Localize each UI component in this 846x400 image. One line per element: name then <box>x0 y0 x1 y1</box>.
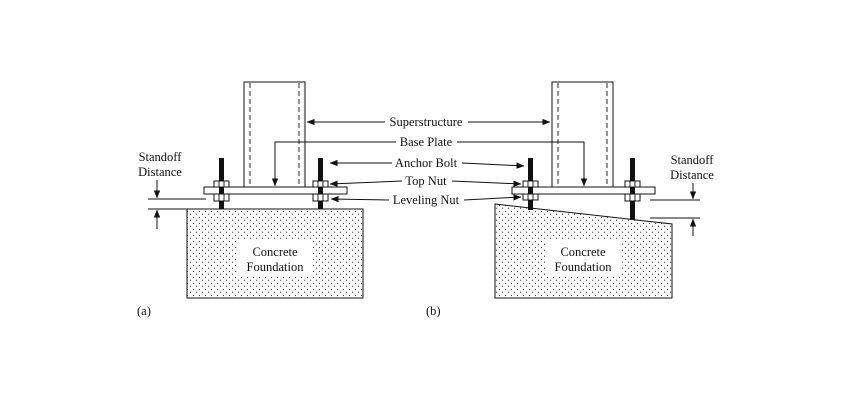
panel-tag-a: (a) <box>137 304 151 318</box>
panel-a: Standoff Distance Concrete Foundation (a… <box>137 81 364 318</box>
base-plate-b <box>511 186 656 195</box>
leveling-nut-leader-left <box>330 195 390 203</box>
superstructure-label: Superstructure <box>390 115 463 129</box>
anchor-bolt-left-b <box>522 158 539 210</box>
anchor-bolt-left-a <box>213 158 230 209</box>
leader-lines <box>271 118 588 203</box>
foundation-label-b-line1: Concrete <box>560 245 606 259</box>
panel-tag-b: (b) <box>426 304 441 318</box>
foundation-label-a-line1: Concrete <box>252 245 298 259</box>
base-plate-a <box>203 186 348 195</box>
standoff-label-b-line2: Distance <box>670 168 714 182</box>
base-plate-leader-left <box>271 141 396 187</box>
top-nut-label: Top Nut <box>405 174 447 188</box>
anchor-bolt-right-a <box>312 158 329 209</box>
anchor-bolt-label: Anchor Bolt <box>395 156 458 170</box>
concrete-foundation-b <box>494 203 673 299</box>
foundation-label-b-line2: Foundation <box>555 260 613 274</box>
top-nut-leader-left <box>329 180 403 187</box>
top-nut-leader-right <box>451 180 522 187</box>
anchor-bolt-leader-right <box>461 162 525 169</box>
standoff-label-b-line1: Standoff <box>671 153 715 167</box>
foundation-label-a-line2: Foundation <box>247 260 305 274</box>
superstructure-column-b <box>551 81 614 189</box>
anchor-bolt-right-b <box>624 158 641 220</box>
standoff-dimension-b <box>650 183 700 236</box>
standoff-dimension-a <box>148 180 206 229</box>
base-plate-leader-right <box>457 141 588 187</box>
leveling-nut-label: Leveling Nut <box>393 193 460 207</box>
standoff-label-a-line2: Distance <box>138 165 182 179</box>
base-plate-label: Base Plate <box>400 135 453 149</box>
standoff-label-a-line1: Standoff <box>139 150 183 164</box>
leveling-nut-leader-right <box>463 194 522 201</box>
concrete-foundation-a <box>186 208 364 299</box>
panel-b: Standoff Distance Concrete Foundation (b… <box>426 81 715 318</box>
